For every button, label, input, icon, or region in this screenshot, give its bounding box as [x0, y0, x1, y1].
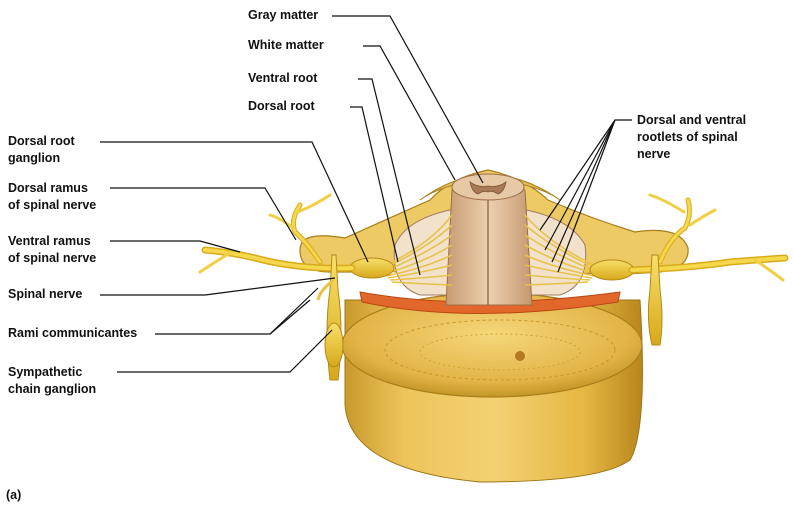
leader-lines [100, 15, 632, 373]
label-rami-communicantes: Rami communicantes [8, 326, 138, 340]
nerves-left [198, 193, 356, 274]
nerves-right [628, 193, 789, 282]
gray-matter-section [469, 181, 507, 195]
label-dorsal-root-ganglion: Dorsal root ganglion [8, 134, 75, 165]
label-dorsal-root: Dorsal root [248, 99, 315, 113]
panel-label: (a) [6, 488, 22, 502]
label-ventral-ramus: Ventral ramus of spinal nerve [8, 234, 97, 265]
dorsal-root-ganglion-right [589, 259, 635, 281]
label-ventral-root: Ventral root [248, 71, 318, 85]
label-white-matter: White matter [248, 38, 324, 52]
sympathetic-chain-right [647, 254, 663, 346]
label-gray-matter: Gray matter [248, 8, 319, 22]
dorsal-root-ganglion-left [349, 257, 395, 279]
label-sympathetic-chain-ganglion: Sympathetic chain ganglion [8, 365, 97, 396]
label-dorsal-ramus: Dorsal ramus of spinal nerve [8, 181, 97, 212]
label-spinal-nerve: Spinal nerve [8, 287, 83, 301]
label-rootlets: Dorsal and ventral rootlets of spinal ne… [637, 113, 747, 161]
nucleus-texture [384, 319, 616, 381]
